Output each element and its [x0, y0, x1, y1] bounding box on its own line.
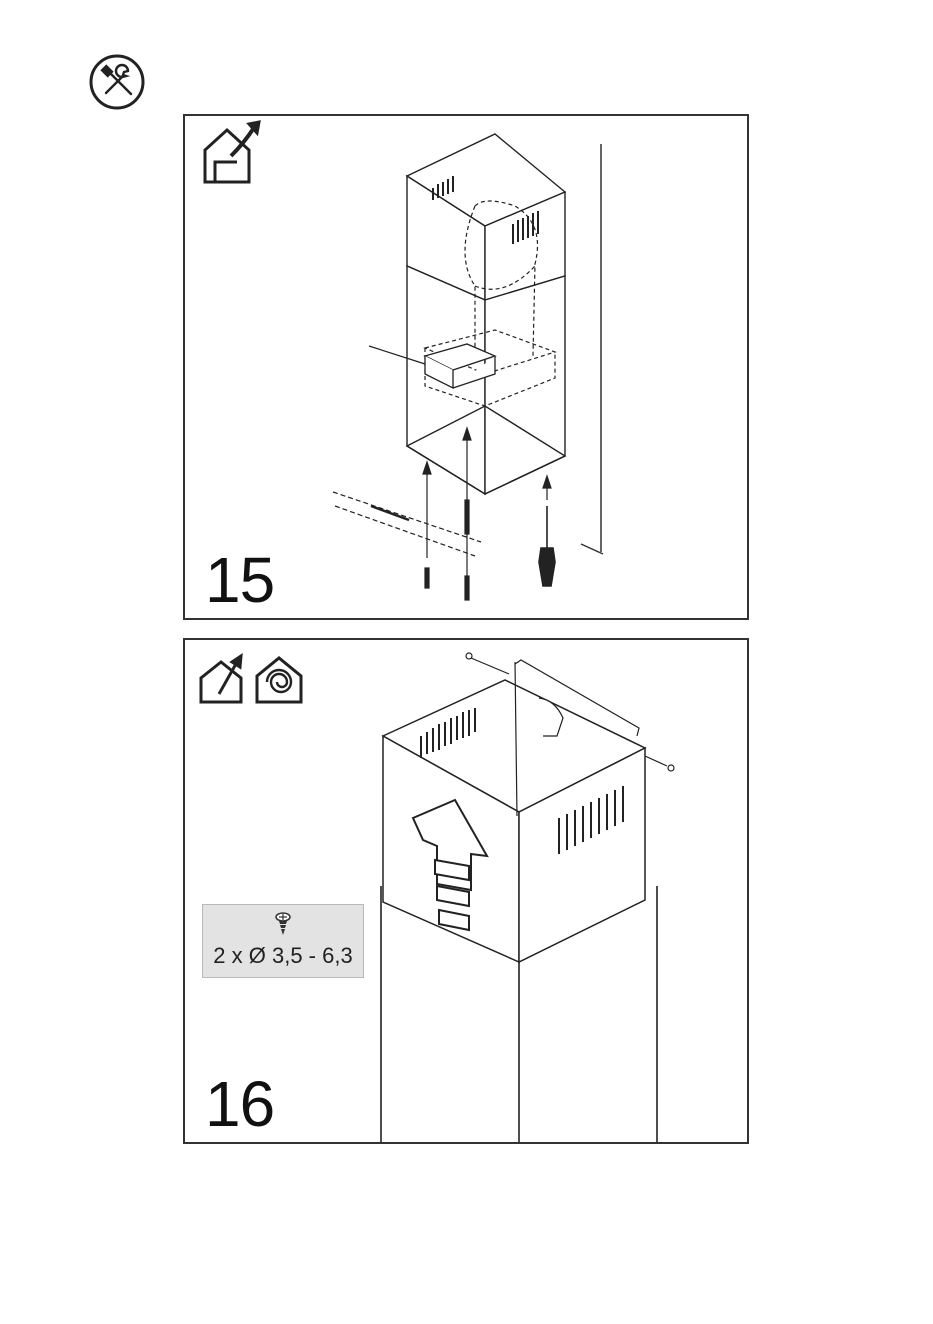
recirculation-mode-icon — [257, 658, 301, 702]
step-number: 15 — [205, 548, 274, 612]
step-15-panel: 15 — [183, 114, 749, 620]
step-16-panel: 2 x Ø 3,5 - 6,3 16 — [183, 638, 749, 1144]
ducted-mode-icon — [205, 122, 259, 182]
screw-icon — [273, 911, 293, 937]
step-number: 16 — [205, 1072, 274, 1136]
screw-spec-box: 2 x Ø 3,5 - 6,3 — [202, 904, 364, 978]
step-16-illustration — [185, 640, 747, 1142]
step-15-illustration — [185, 116, 747, 618]
tools-icon — [88, 53, 146, 111]
screw-spec-text: 2 x Ø 3,5 - 6,3 — [203, 943, 363, 969]
ducted-mode-icon — [201, 656, 241, 702]
